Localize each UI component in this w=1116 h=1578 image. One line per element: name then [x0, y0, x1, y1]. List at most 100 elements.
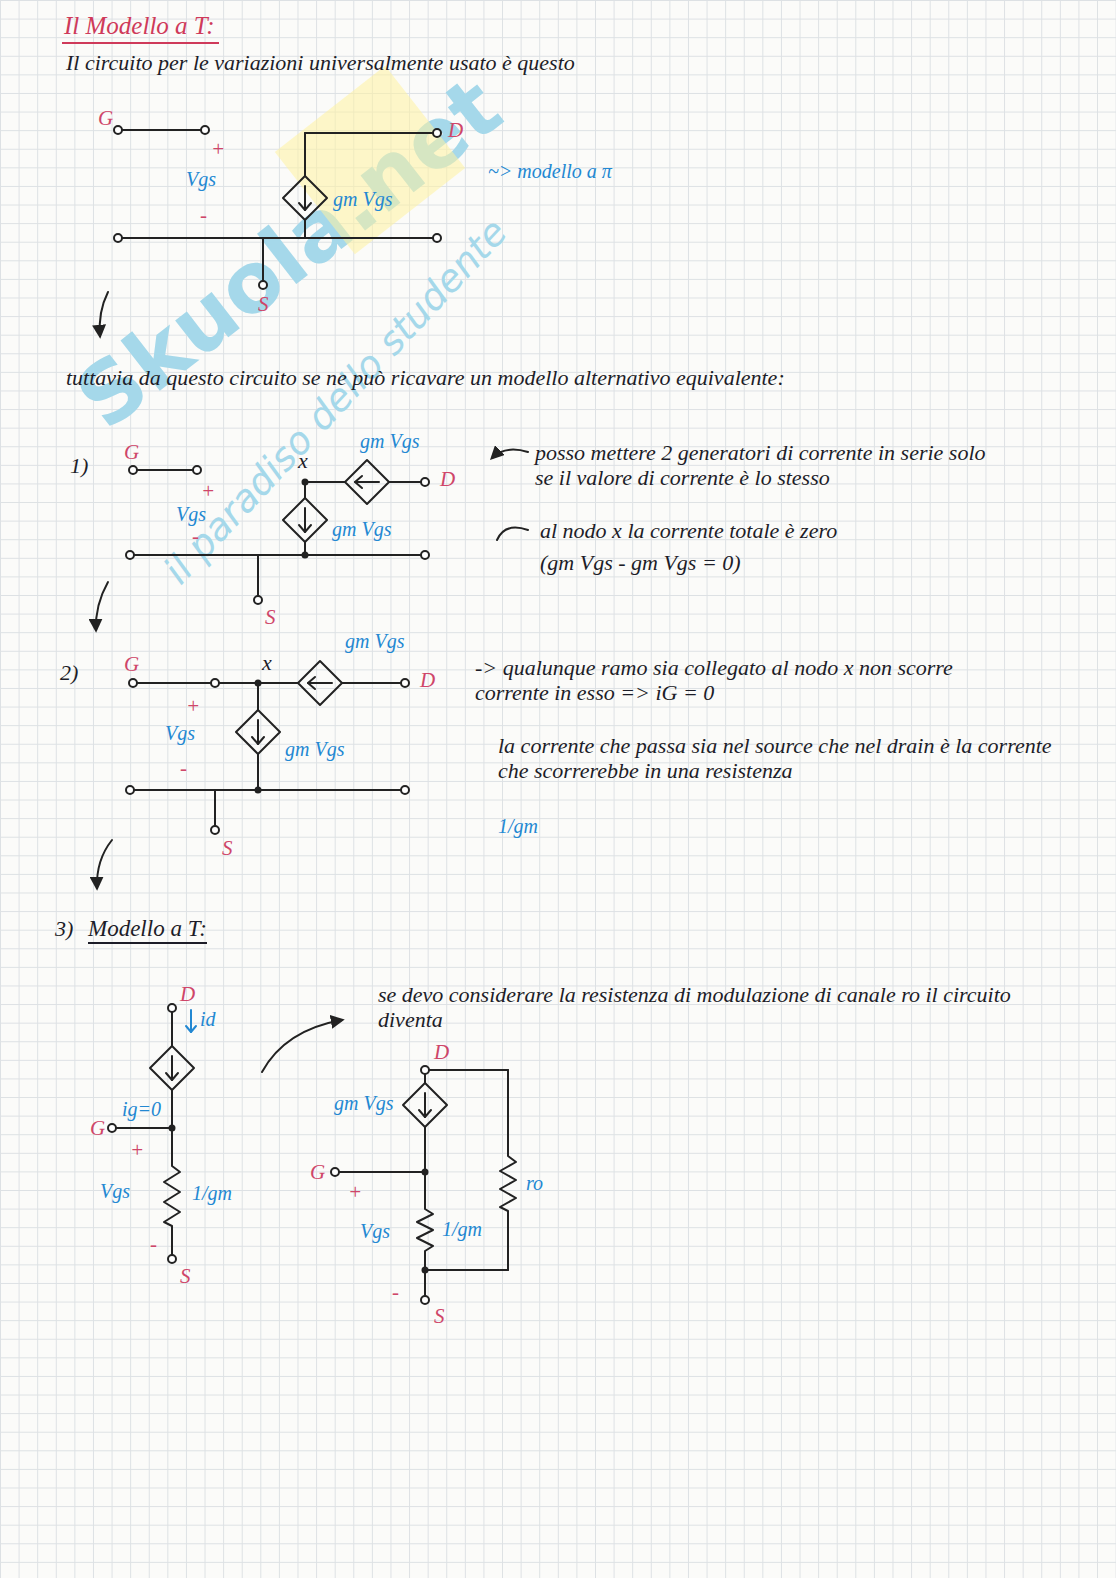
- current-source-symbol: [236, 710, 280, 754]
- wire: [137, 682, 211, 684]
- resistor-symbol: [500, 1150, 516, 1215]
- step-number: 3): [55, 916, 73, 941]
- wire: [339, 1171, 425, 1173]
- terminal-label: G: [310, 1160, 325, 1184]
- signal-label: Vgs: [186, 168, 216, 191]
- wire: [304, 220, 306, 238]
- terminal-dot: [256, 788, 261, 793]
- signal-label: ig=0: [122, 1098, 161, 1121]
- current-source-symbol: [166, 1073, 178, 1080]
- wire: [305, 132, 433, 134]
- signal-label: 1/gm: [192, 1182, 232, 1205]
- terminal-dot: [433, 129, 441, 137]
- terminal-label: S: [258, 292, 269, 316]
- section-heading: Modello a T:: [88, 916, 207, 944]
- wire: [122, 129, 201, 131]
- terminal-dot: [170, 1126, 175, 1131]
- note-text: (gm Vgs - gm Vgs = 0): [540, 550, 741, 575]
- wire: [134, 554, 421, 556]
- polarity-sign: -: [200, 203, 207, 227]
- terminal-dot: [303, 480, 308, 485]
- wire: [171, 1230, 173, 1255]
- current-source-symbol: [304, 508, 306, 532]
- terminal-dot: [129, 466, 137, 474]
- arrow-symbol: [100, 292, 108, 336]
- arrow-symbol: [492, 450, 528, 458]
- terminal-dot: [331, 1168, 339, 1176]
- current-source-symbol: [150, 1046, 194, 1090]
- terminal-dot: [211, 679, 219, 687]
- terminal-dot: [254, 596, 262, 604]
- resistor-symbol: [417, 1205, 433, 1255]
- wire: [424, 1074, 426, 1083]
- signal-label: gm Vgs: [360, 430, 419, 453]
- arrow-symbol: [262, 1020, 342, 1072]
- terminal-dot: [421, 1296, 429, 1304]
- wire: [304, 133, 306, 176]
- page-title: Il Modello a T:: [62, 12, 219, 44]
- note-text: ~> modello a π: [488, 160, 612, 183]
- note-text: -> qualunque ramo sia collegato al nodo …: [475, 655, 1015, 706]
- signal-label: gm Vgs: [332, 518, 391, 541]
- current-source-symbol: [171, 1056, 173, 1080]
- terminal-label: D: [448, 118, 463, 142]
- current-source-symbol: [150, 1046, 194, 1090]
- wire: [424, 1127, 426, 1205]
- signal-label: Vgs: [100, 1180, 130, 1203]
- terminal-dot: [303, 553, 308, 558]
- current-source-symbol: [252, 737, 264, 744]
- current-source-symbol: [298, 661, 342, 705]
- current-source-symbol: [308, 682, 332, 684]
- current-source-symbol: [403, 1083, 447, 1127]
- current-source-symbol: [403, 1083, 447, 1127]
- polarity-sign: -: [392, 1280, 399, 1304]
- terminal-dot: [423, 1170, 428, 1175]
- terminal-label: D: [434, 1040, 449, 1064]
- current-source-symbol: [355, 481, 379, 483]
- terminal-dot: [126, 679, 409, 834]
- terminal-label: G: [124, 440, 139, 464]
- current-arrow: [190, 1010, 192, 1032]
- current-source-symbol: [419, 1110, 431, 1117]
- arrow-symbol: [100, 292, 108, 336]
- terminal-dot: [168, 1004, 176, 1012]
- note-text: se devo considerare la resistenza di mod…: [378, 982, 1078, 1033]
- polarity-sign: +: [186, 694, 200, 718]
- current-source-symbol: [308, 677, 315, 689]
- current-source-symbol: [304, 186, 306, 210]
- resistor-symbol: [164, 1160, 180, 1230]
- terminal-label: S: [434, 1304, 445, 1328]
- note-text: la corrente che passa sia nel source che…: [498, 733, 1068, 784]
- terminal-dot: [256, 681, 261, 686]
- note-text: posso mettere 2 generatori di corrente i…: [535, 440, 1005, 491]
- wire: [257, 754, 259, 790]
- terminal-dot: [421, 478, 429, 486]
- wire: [171, 1012, 173, 1046]
- signal-label: Vgs: [165, 722, 195, 745]
- wire: [116, 1127, 172, 1129]
- wire: [257, 555, 259, 596]
- polarity-sign: -: [180, 756, 187, 780]
- terminal-dot: [168, 1255, 176, 1263]
- terminal-label: G: [98, 106, 113, 130]
- polarity-sign: -: [192, 524, 199, 548]
- terminal-label: D: [420, 668, 435, 692]
- wire: [429, 1069, 508, 1071]
- terminal-label: G: [124, 652, 139, 676]
- node-label: x: [262, 650, 272, 675]
- note-text: Il circuito per le variazioni universalm…: [66, 50, 575, 75]
- current-source-symbol: [299, 525, 311, 532]
- wire: [342, 682, 401, 684]
- terminal-dot: [211, 826, 219, 834]
- signal-label: gm Vgs: [345, 630, 404, 653]
- signal-label: gm Vgs: [334, 1092, 393, 1115]
- arrow-symbol: [97, 840, 112, 888]
- terminal-dot: [401, 786, 409, 794]
- terminal-label: S: [265, 605, 276, 629]
- current-source-symbol: [345, 460, 389, 504]
- wire: [257, 683, 259, 710]
- terminal-dot: [108, 1004, 176, 1263]
- wire: [507, 1215, 509, 1270]
- note-text: tuttavia da questo circuito se ne può ri…: [66, 365, 785, 390]
- step-number: 2): [60, 660, 78, 685]
